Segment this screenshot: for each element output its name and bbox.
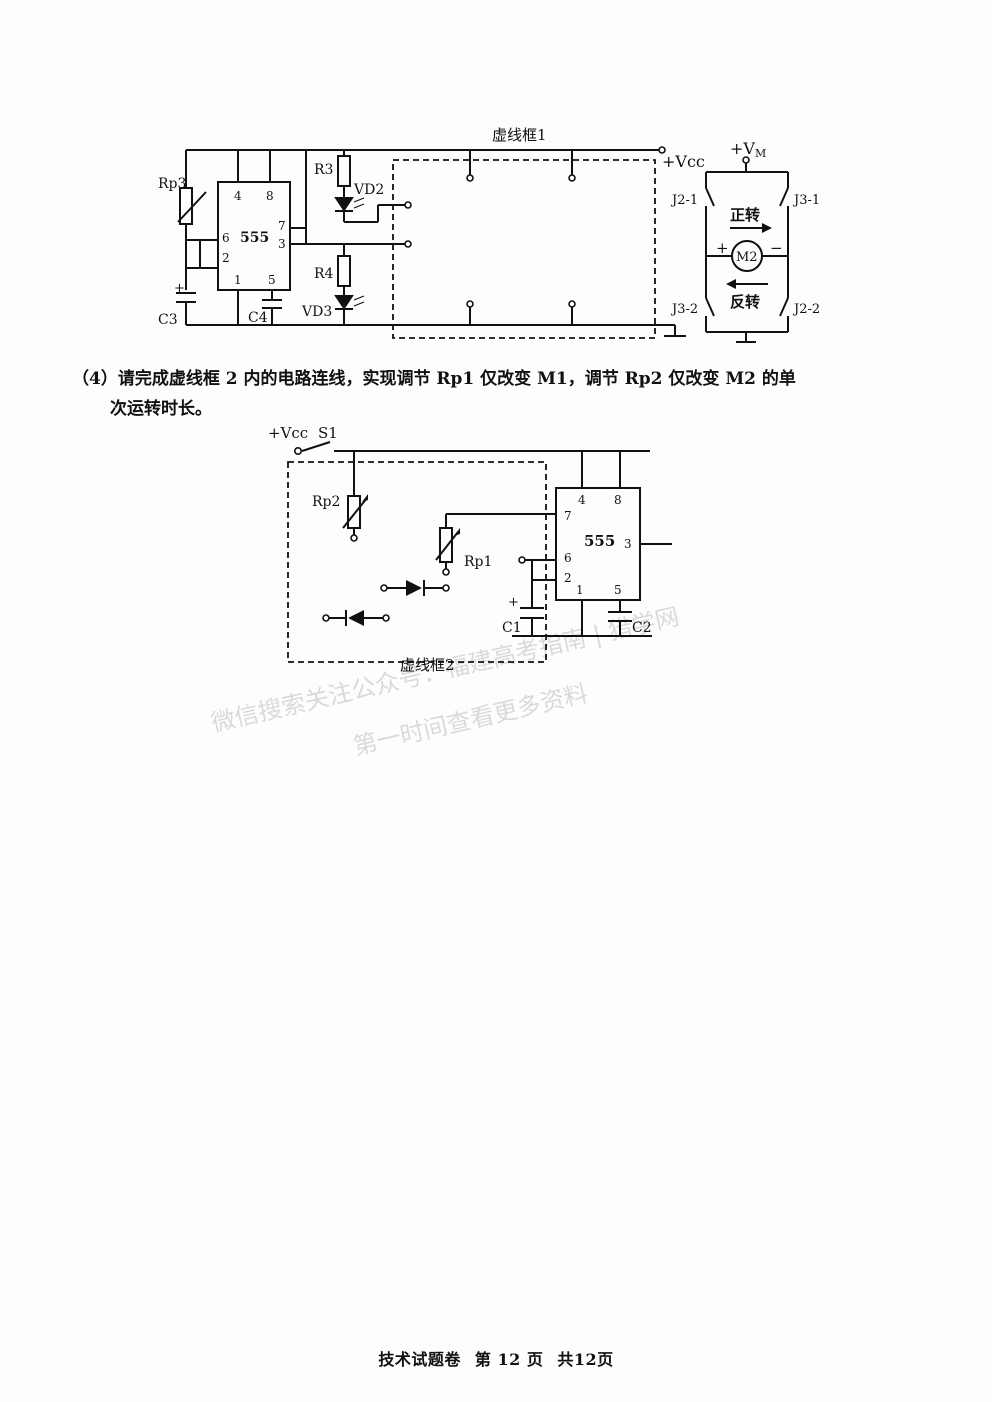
circuit-figure-1: 虚线框1 +Vcc Rp3 555 4 8 7 6 3 2 1 5 R3 VD2… (158, 126, 705, 339)
footer-page: 第 12 页 (474, 1350, 544, 1369)
frame2-label: 虚线框2 (400, 656, 455, 674)
frame1-label: 虚线框1 (492, 126, 547, 144)
fig2-pin4-label: 4 (578, 493, 586, 507)
vm-label: +VM (730, 139, 766, 160)
motor-bridge-figure: +VM J2-1 J3-1 正转 + M2 − 反转 J3-2 J2-2 (670, 139, 820, 343)
pin8-label: 8 (266, 189, 274, 203)
fig2-pin1-label: 1 (576, 583, 584, 597)
r4-label: R4 (314, 266, 334, 282)
j2-2-label: J2-2 (792, 302, 820, 317)
rp3-label: Rp3 (158, 176, 186, 192)
fig2-pin3-label: 3 (624, 537, 632, 551)
reverse-label: 反转 (730, 293, 760, 311)
motor-plus-label: + (716, 239, 729, 257)
motor-minus-label: − (770, 239, 783, 257)
pin7-label: 7 (278, 219, 286, 233)
fig2-pin2-label: 2 (564, 571, 572, 585)
c2-label: C2 (632, 620, 652, 636)
question-line-2: 次运转时长。 (110, 399, 212, 419)
fig2-pin6-label: 6 (564, 551, 572, 565)
c1-label: C1 (502, 620, 522, 636)
j2-1-label: J2-1 (670, 193, 698, 208)
fig2-pin8-label: 8 (614, 493, 622, 507)
fig2-ic-label: 555 (584, 532, 615, 550)
ic-555-label: 555 (240, 230, 269, 246)
pin3-label: 3 (278, 237, 286, 251)
c1-plus-label: + (508, 595, 519, 610)
vd2-label: VD2 (353, 182, 384, 198)
c4-label: C4 (248, 310, 268, 326)
vcc-label: +Vcc (662, 152, 705, 171)
question-4: （4）请完成虚线框 2 内的电路连线，实现调节 Rp1 仅改变 M1，调节 Rp… (72, 364, 892, 424)
footer-subject: 技术试题卷 (378, 1350, 461, 1369)
question-line-1: （4）请完成虚线框 2 内的电路连线，实现调节 Rp1 仅改变 M1，调节 Rp… (72, 369, 796, 389)
j3-1-label: J3-1 (792, 193, 820, 208)
fig2-vcc-label: +Vcc (268, 424, 308, 442)
forward-label: 正转 (730, 206, 760, 224)
circuit-figure-2: +Vcc S1 Rp2 Rp1 555 4 8 7 6 3 2 1 5 + C1… (268, 424, 672, 674)
rp2-label: Rp2 (312, 494, 340, 510)
footer-total: 共12页 (557, 1350, 614, 1369)
j3-2-label: J3-2 (670, 302, 698, 317)
vd3-label: VD3 (301, 304, 332, 320)
c3-label: C3 (158, 312, 178, 328)
pin6-label: 6 (222, 231, 230, 245)
pin5-label: 5 (268, 273, 276, 287)
rp1-label: Rp1 (464, 554, 492, 570)
page-footer: 技术试题卷 第 12 页 共12页 (0, 1346, 992, 1370)
pin1-label: 1 (234, 273, 242, 287)
r3-label: R3 (314, 162, 333, 178)
pin4-label: 4 (234, 189, 242, 203)
fig2-pin7-label: 7 (564, 509, 572, 523)
pin2-label: 2 (222, 251, 230, 265)
fig2-pin5-label: 5 (614, 583, 622, 597)
c3-plus-label: + (174, 281, 185, 296)
motor-m2-label: M2 (736, 250, 758, 265)
s1-label: S1 (318, 424, 338, 442)
